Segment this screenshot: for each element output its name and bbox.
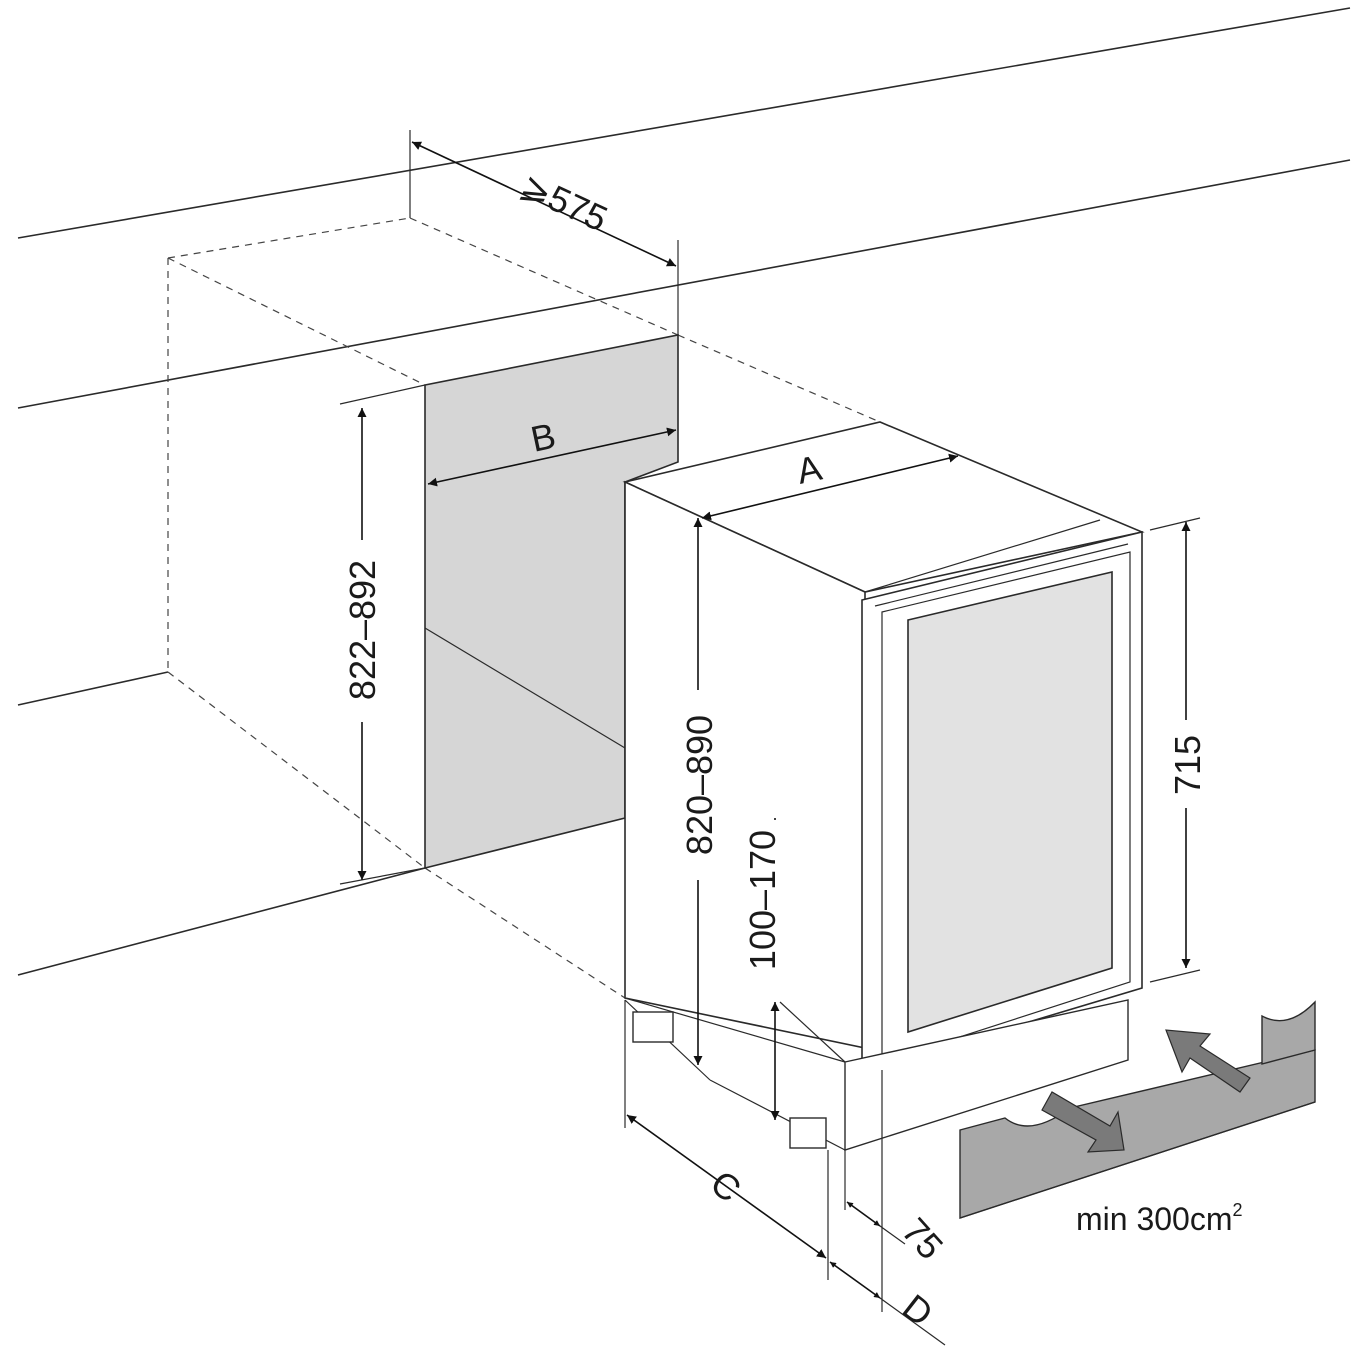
countertop-lines — [17, 7, 1351, 976]
label-unit-height: 820–890 — [679, 715, 720, 855]
cooler-glass-panel — [907, 570, 1113, 1034]
label-offset: 75 — [894, 1210, 951, 1267]
label-d: D — [895, 1286, 941, 1334]
label-c: C — [703, 1162, 749, 1210]
dimension-lines — [357, 141, 1191, 1346]
airflow-in-arrow — [1165, 1029, 1251, 1093]
extension-lines — [339, 130, 1201, 983]
vent-area-superscript: 2 — [1233, 1200, 1243, 1220]
wine-cooler — [622, 421, 1145, 1151]
label-door-height: 715 — [1167, 735, 1208, 795]
label-depth-min: ⩾575 — [515, 164, 614, 239]
cooler-plinth — [844, 999, 1129, 1151]
airflow-out-arrow — [1041, 1091, 1125, 1153]
label-vent-area: min 300cm2 — [1076, 1200, 1243, 1237]
label-plinth-height: 100–170 — [742, 830, 783, 970]
label-niche-height: 822–892 — [342, 560, 383, 700]
vent-area-text: min 300cm — [1076, 1201, 1233, 1237]
ventilation-grille — [959, 1000, 1316, 1219]
